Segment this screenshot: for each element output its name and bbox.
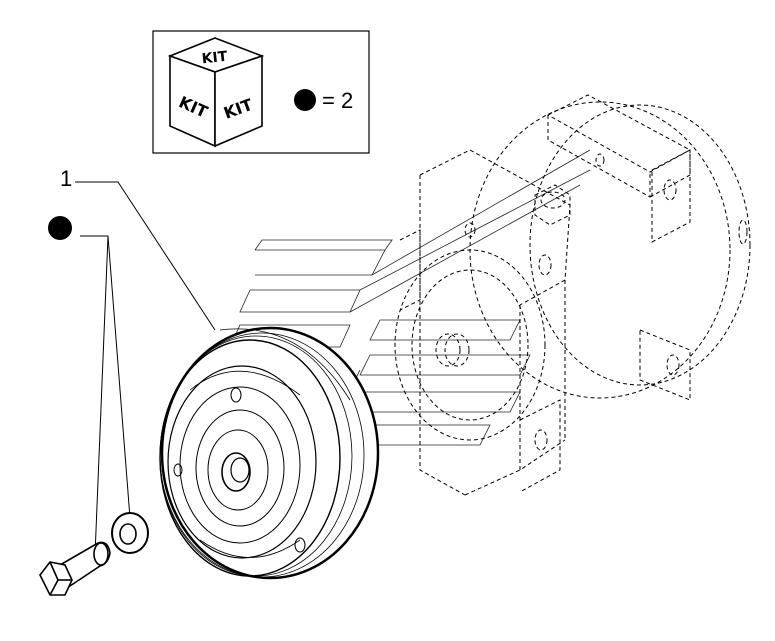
washer-part [111, 512, 149, 554]
legend-equals-text: = 2 [322, 88, 353, 113]
qty-dot-icon [294, 89, 316, 111]
callout-number: 1 [60, 166, 72, 191]
leader-to-bolt [80, 235, 109, 556]
callout-leader-line [75, 181, 216, 331]
filled-dot-icon [48, 216, 72, 240]
leader-to-washer [107, 235, 131, 519]
qty-marker [48, 216, 131, 556]
legend-frame [152, 30, 370, 154]
clutch-pulley [159, 326, 380, 580]
kit-legend: KIT KIT KIT = 2 [152, 30, 370, 154]
kit-cube-icon: KIT KIT KIT [167, 37, 265, 148]
bolt-part [39, 541, 111, 596]
watermark-logo [229, 149, 591, 446]
compressor-body [394, 94, 751, 496]
callout-1: 1 [60, 166, 216, 331]
kit-face-top-label: KIT [201, 49, 229, 68]
